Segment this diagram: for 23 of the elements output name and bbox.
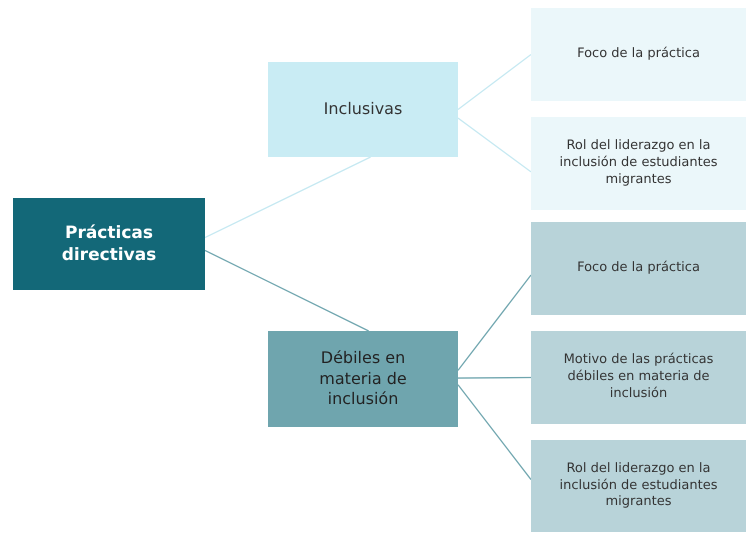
box-label: Foco de la práctica xyxy=(577,46,700,63)
topic-box xyxy=(531,222,746,315)
box-label: Foco de la práctica xyxy=(577,260,700,277)
topic-box xyxy=(13,198,205,290)
box-label: Débiles en materia de inclusión xyxy=(318,348,408,410)
topic-box xyxy=(531,117,746,210)
topic-box xyxy=(268,62,458,157)
connector-line xyxy=(457,384,532,480)
box-label: Prácticas directivas xyxy=(60,222,158,266)
connector-line xyxy=(458,118,532,172)
topic-box xyxy=(531,440,746,532)
topic-box xyxy=(531,8,746,101)
box-label: Rol del liderazgo en la inclusión de estudiantes migrantes xyxy=(558,460,718,512)
connector-line xyxy=(204,250,369,332)
box-label: Inclusivas xyxy=(324,99,402,120)
topic-box xyxy=(531,331,746,424)
connector-line xyxy=(458,376,531,379)
box-label: Motivo de las prácticas débiles en materia de inclusión xyxy=(562,352,714,403)
box-label: Rol del liderazgo en la inclusión de estudiantes migrantes xyxy=(558,138,718,189)
topic-box xyxy=(268,331,458,427)
connector-line xyxy=(457,274,532,371)
connector-line xyxy=(458,54,532,110)
connector-line xyxy=(204,156,371,238)
